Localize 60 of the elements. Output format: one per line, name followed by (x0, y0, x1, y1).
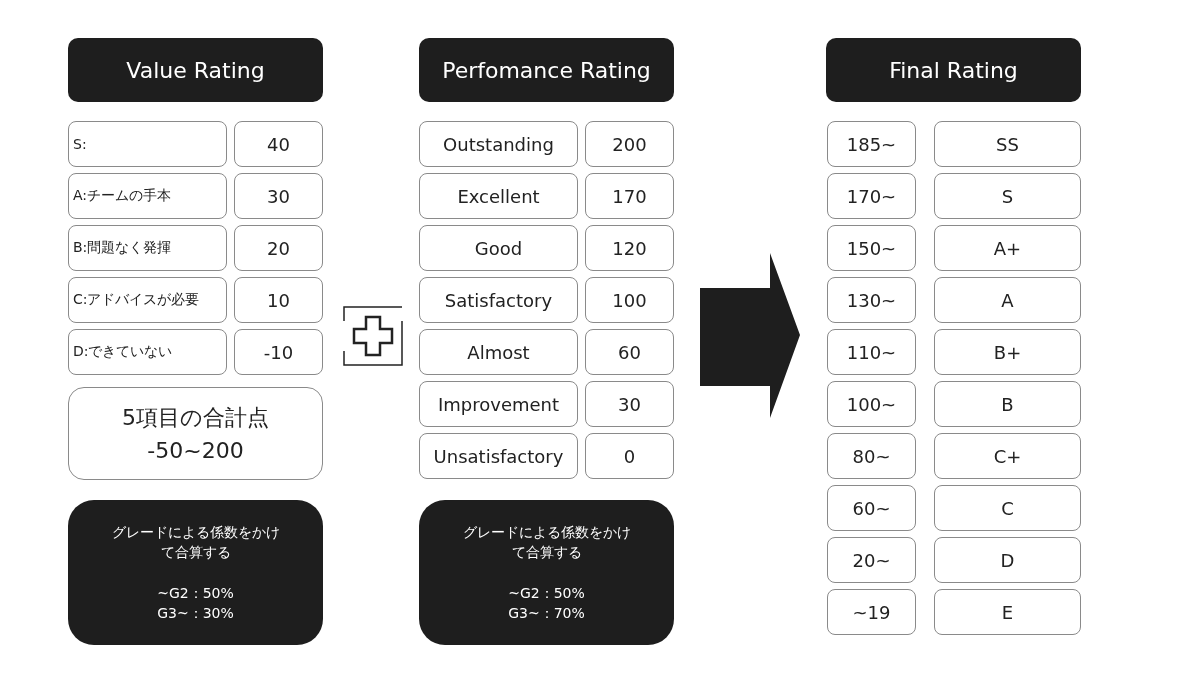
column-header: Final Rating (826, 38, 1081, 102)
rating-cell: 60 (585, 329, 674, 375)
rating-cell: Improvement (419, 381, 578, 427)
rating-cell: S: (68, 121, 227, 167)
rating-cell: C+ (934, 433, 1081, 479)
rating-cell: A:チームの手本 (68, 173, 227, 219)
rating-cell: 10 (234, 277, 323, 323)
rating-cell: 80~ (827, 433, 916, 479)
rating-cell: Excellent (419, 173, 578, 219)
note-text: G3~：70% (508, 603, 585, 623)
note-box (419, 500, 674, 645)
rating-cell: 100~ (827, 381, 916, 427)
rating-cell: ~19 (827, 589, 916, 635)
note-text: グレードによる係数をかけて合算する (461, 522, 632, 563)
rating-cell: C (934, 485, 1081, 531)
rating-cell: 150~ (827, 225, 916, 271)
rating-cell: 170~ (827, 173, 916, 219)
rating-cell: A+ (934, 225, 1081, 271)
rating-cell: 185~ (827, 121, 916, 167)
rating-cell: A (934, 277, 1081, 323)
rating-cell: D:できていない (68, 329, 227, 375)
rating-cell: Good (419, 225, 578, 271)
column-header: Value Rating (68, 38, 323, 102)
rating-cell: B+ (934, 329, 1081, 375)
rating-cell: 30 (234, 173, 323, 219)
rating-cell: S (934, 173, 1081, 219)
rating-cell: E (934, 589, 1081, 635)
note-text: グレードによる係数をかけて合算する (110, 522, 281, 563)
rating-cell: B:問題なく発揮 (68, 225, 227, 271)
block-arrow (700, 253, 800, 418)
note-box (68, 500, 323, 645)
rating-cell: 110~ (827, 329, 916, 375)
plus-icon (340, 303, 406, 369)
column-header: Perfomance Rating (419, 38, 674, 102)
note-text: G3~：30% (157, 603, 234, 623)
rating-cell: Unsatisfactory (419, 433, 578, 479)
rating-cell: 20 (234, 225, 323, 271)
rating-cell: 100 (585, 277, 674, 323)
rating-cell: -10 (234, 329, 323, 375)
rating-cell: 40 (234, 121, 323, 167)
note-text: 5項目の合計点 (122, 403, 269, 432)
note-text: ~G2：50% (508, 583, 585, 603)
rating-cell: B (934, 381, 1081, 427)
rating-cell: Almost (419, 329, 578, 375)
rating-cell: 170 (585, 173, 674, 219)
rating-cell: D (934, 537, 1081, 583)
rating-cell: Satisfactory (419, 277, 578, 323)
rating-cell: 200 (585, 121, 674, 167)
rating-cell: 130~ (827, 277, 916, 323)
note-text: -50~200 (147, 436, 244, 465)
total-box (68, 387, 323, 480)
rating-cell: 30 (585, 381, 674, 427)
rating-cell: Outstanding (419, 121, 578, 167)
rating-cell: 60~ (827, 485, 916, 531)
rating-cell: 120 (585, 225, 674, 271)
rating-cell: 0 (585, 433, 674, 479)
rating-cell: C:アドバイスが必要 (68, 277, 227, 323)
note-text: ~G2：50% (157, 583, 234, 603)
rating-cell: SS (934, 121, 1081, 167)
rating-cell: 20~ (827, 537, 916, 583)
